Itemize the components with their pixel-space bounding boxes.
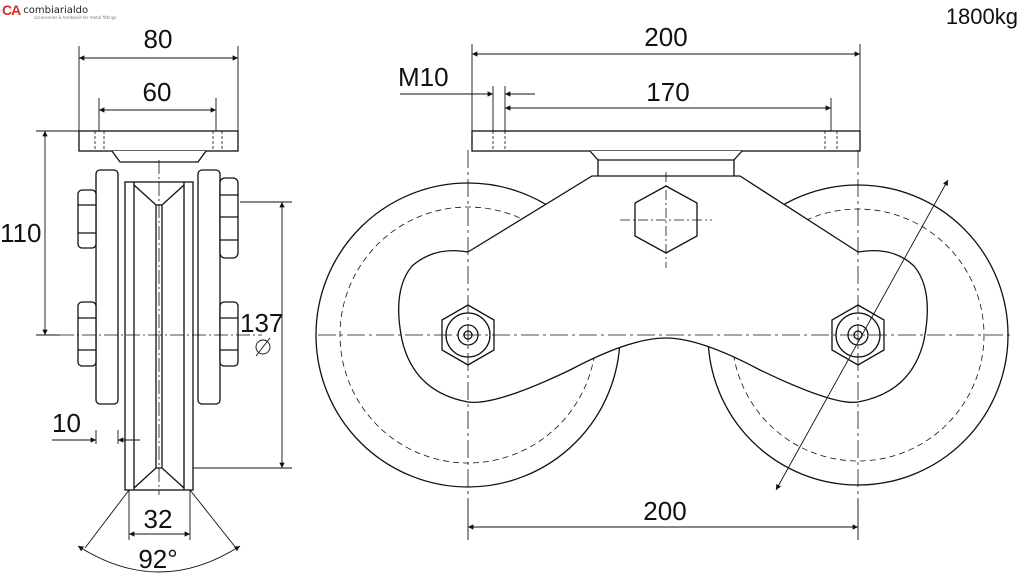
side-nut-top-right [219, 177, 239, 259]
dim-bolt-size: M10 [398, 62, 449, 92]
dim-plate-thickness: 10 [52, 408, 81, 438]
dim-groove-width: 32 [144, 504, 173, 534]
dim-side-bolt-spacing: 60 [143, 77, 172, 107]
brand-logo: CA combiarialdo accessories & hardware f… [2, 2, 116, 20]
dim-side-top-width: 80 [144, 24, 173, 54]
logo-tagline: accessories & hardware for metal fitting… [34, 15, 117, 20]
dim-wheel-diameter: 137 [240, 308, 283, 338]
dim-groove-angle: 92° [138, 544, 177, 574]
side-left-plate [95, 169, 119, 405]
front-view [315, 130, 1010, 500]
dim-wheel-spacing: 200 [643, 496, 686, 526]
logo-name: combiarialdo [23, 4, 89, 16]
side-top-plate [78, 130, 239, 152]
side-nut-top-left [77, 189, 97, 249]
dim-front-plate-width: 200 [644, 22, 687, 52]
front-top-plate [471, 130, 861, 152]
side-right-plate [197, 169, 221, 405]
logo-mark: CA [2, 2, 21, 18]
dim-side-height: 110 [0, 218, 41, 248]
dim-front-hole-spacing: 170 [646, 77, 689, 107]
side-view [60, 130, 262, 495]
load-rating: 1800kg [945, 4, 1018, 29]
side-nut-bottom-left [77, 301, 97, 367]
side-nut-bottom-right [219, 301, 239, 367]
